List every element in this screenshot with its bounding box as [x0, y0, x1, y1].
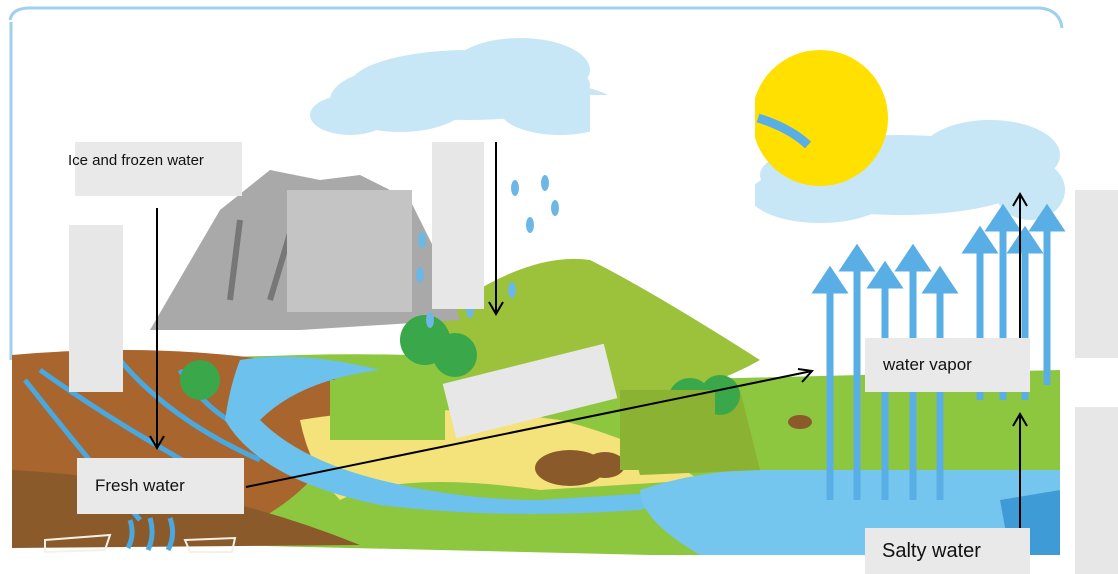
mask-hill	[620, 390, 715, 470]
evaporation-arrows	[811, 203, 1066, 500]
label-fresh-water: Fresh water	[77, 458, 244, 514]
label-ice: Ice and frozen water	[68, 142, 242, 196]
river	[225, 356, 700, 514]
sun-ray	[756, 113, 812, 149]
rain-drops	[416, 175, 559, 328]
blank-label-left	[69, 225, 123, 392]
label-ice-text: Ice and frozen water	[68, 152, 204, 169]
frame-border	[8, 6, 1064, 29]
mask-cloud	[590, 95, 755, 205]
mask-mountain	[287, 190, 412, 312]
mask-grass	[330, 380, 445, 440]
label-salty-water: Salty water	[865, 528, 1030, 574]
sun	[752, 50, 888, 186]
label-water-vapor-text: water vapor	[883, 355, 972, 374]
cloud-left	[310, 38, 620, 135]
blank-label-right-bottom	[1075, 407, 1118, 574]
label-fresh-water-text: Fresh water	[95, 476, 185, 495]
blank-label-precipitation	[432, 142, 484, 309]
annotation-arrows	[149, 142, 1028, 528]
green-hill	[420, 258, 760, 400]
label-salty-water-text: Salty water	[882, 539, 981, 562]
shore-rocks	[535, 415, 812, 486]
label-water-vapor: water vapor	[865, 338, 1030, 392]
blank-label-right-top	[1075, 190, 1118, 358]
rocks-underground	[44, 533, 237, 554]
